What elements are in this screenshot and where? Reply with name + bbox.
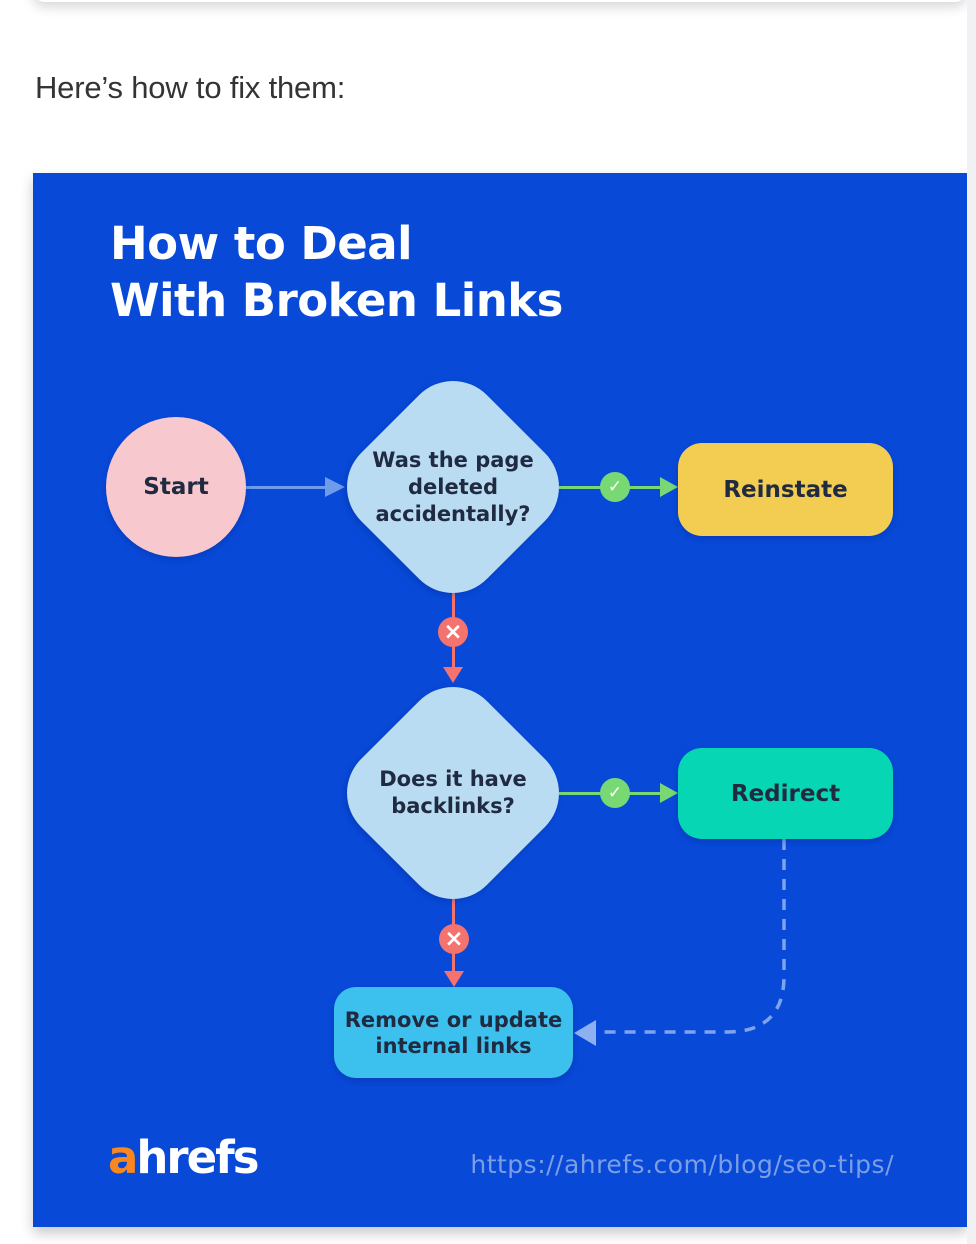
infographic-title: How to Deal With Broken Links [110, 215, 563, 329]
previous-image-card-edge [33, 0, 967, 2]
check-icon: ✓ [600, 472, 630, 502]
question1-line2: deleted [407, 474, 499, 499]
page-right-gutter [967, 0, 976, 1244]
remove-line1: Remove or update [344, 1007, 563, 1032]
ahrefs-logo-a: a [108, 1131, 138, 1184]
reinstate-node: Reinstate [678, 443, 893, 536]
check-icon: ✓ [600, 778, 630, 808]
redirect-label: Redirect [730, 780, 841, 807]
redirect-node: Redirect [678, 748, 893, 839]
remove-line2: internal links [375, 1033, 532, 1058]
section-heading: Here’s how to fix them: [35, 70, 346, 105]
red-down-arrowhead-2 [444, 971, 464, 987]
broken-links-infographic: How to Deal With Broken Links ✓ × × [33, 173, 967, 1227]
connector-start-to-q1 [246, 486, 327, 489]
start-node: Start [106, 417, 246, 557]
source-url: https://ahrefs.com/blog/seo-tips/ [470, 1150, 894, 1179]
check-glyph: ✓ [607, 783, 623, 803]
question1-line3: accidentally? [375, 501, 531, 526]
reinstate-label: Reinstate [723, 476, 848, 503]
green-right-arrowhead-1 [660, 477, 678, 497]
cross-icon: × [438, 617, 468, 647]
red-down-arrowhead-1 [443, 667, 463, 683]
green-right-arrowhead-2 [660, 783, 678, 803]
infographic-title-line2: With Broken Links [110, 274, 563, 327]
cross-glyph: × [443, 618, 463, 645]
question2-label: Does it have backlinks? [353, 717, 553, 869]
cross-icon: × [439, 924, 469, 954]
remove-update-node: Remove or update internal links [334, 987, 573, 1078]
blue-right-arrowhead [325, 477, 345, 497]
start-label: Start [143, 474, 209, 500]
infographic-title-line1: How to Deal [110, 217, 413, 270]
question2-line2: backlinks? [391, 794, 515, 818]
question1-line1: Was the page [372, 447, 534, 472]
question1-label: Was the page deleted accidentally? [353, 411, 553, 563]
ahrefs-logo-hrefs: hrefs [136, 1131, 259, 1184]
dashed-left-arrowhead [574, 1020, 596, 1046]
cross-glyph: × [444, 925, 464, 952]
ahrefs-logo: ahrefs [108, 1131, 260, 1184]
question2-line1: Does it have [379, 767, 527, 791]
check-glyph: ✓ [607, 477, 623, 497]
